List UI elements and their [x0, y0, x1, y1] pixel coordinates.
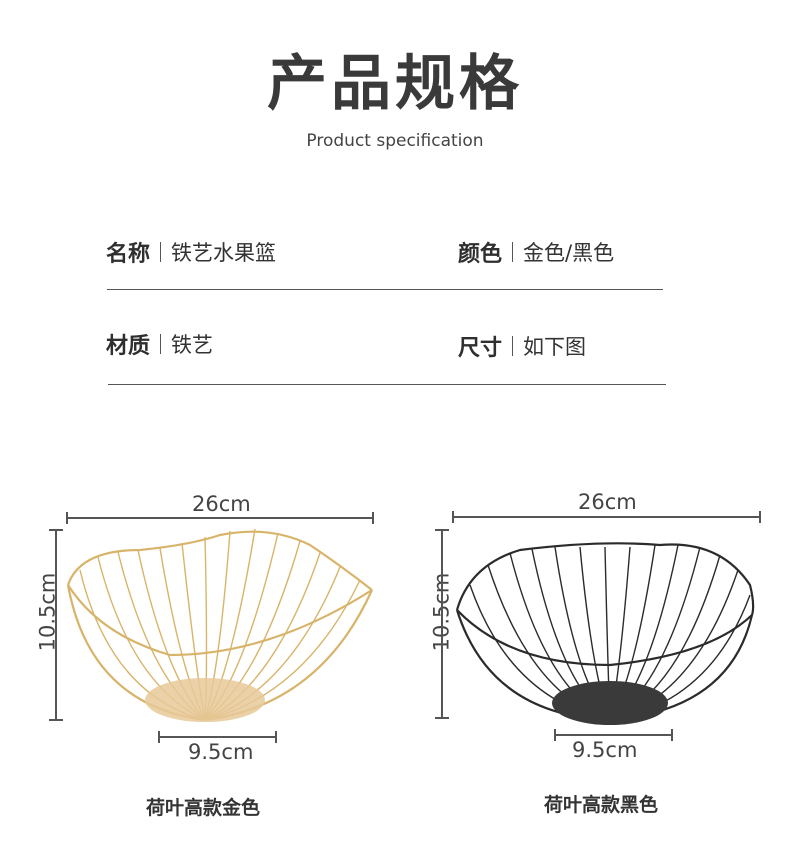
separator [512, 336, 514, 356]
page-title: 产品规格 [267, 49, 523, 119]
spec-color: 颜色 金色/黑色 [458, 236, 614, 268]
spec-label: 尺寸 [458, 335, 503, 361]
width-label: 26cm [578, 490, 637, 514]
spec-value: 铁艺水果篮 [171, 241, 277, 265]
spec-label: 颜色 [458, 241, 503, 267]
divider [107, 289, 663, 290]
separator [512, 242, 514, 262]
spec-label: 名称 [106, 241, 151, 267]
width-label: 26cm [192, 492, 251, 516]
spec-material: 材质 铁艺 [106, 328, 213, 360]
spec-value: 如下图 [523, 335, 587, 359]
page-subtitle: Product specification [306, 131, 484, 151]
spec-size: 尺寸 如下图 [458, 330, 586, 362]
spec-value: 铁艺 [171, 333, 214, 357]
divider [108, 384, 666, 385]
spec-value: 金色/黑色 [523, 241, 615, 265]
spec-label: 材质 [106, 333, 151, 359]
separator [160, 334, 162, 354]
base-label: 9.5cm [188, 740, 254, 764]
gold-caption: 荷叶高款金色 [146, 797, 261, 819]
base-label: 9.5cm [572, 738, 638, 762]
gold-basket-image [49, 512, 374, 743]
black-basket-image [435, 511, 761, 741]
spec-name: 名称 铁艺水果篮 [106, 236, 276, 268]
separator [160, 242, 162, 262]
black-caption: 荷叶高款黑色 [544, 794, 659, 816]
